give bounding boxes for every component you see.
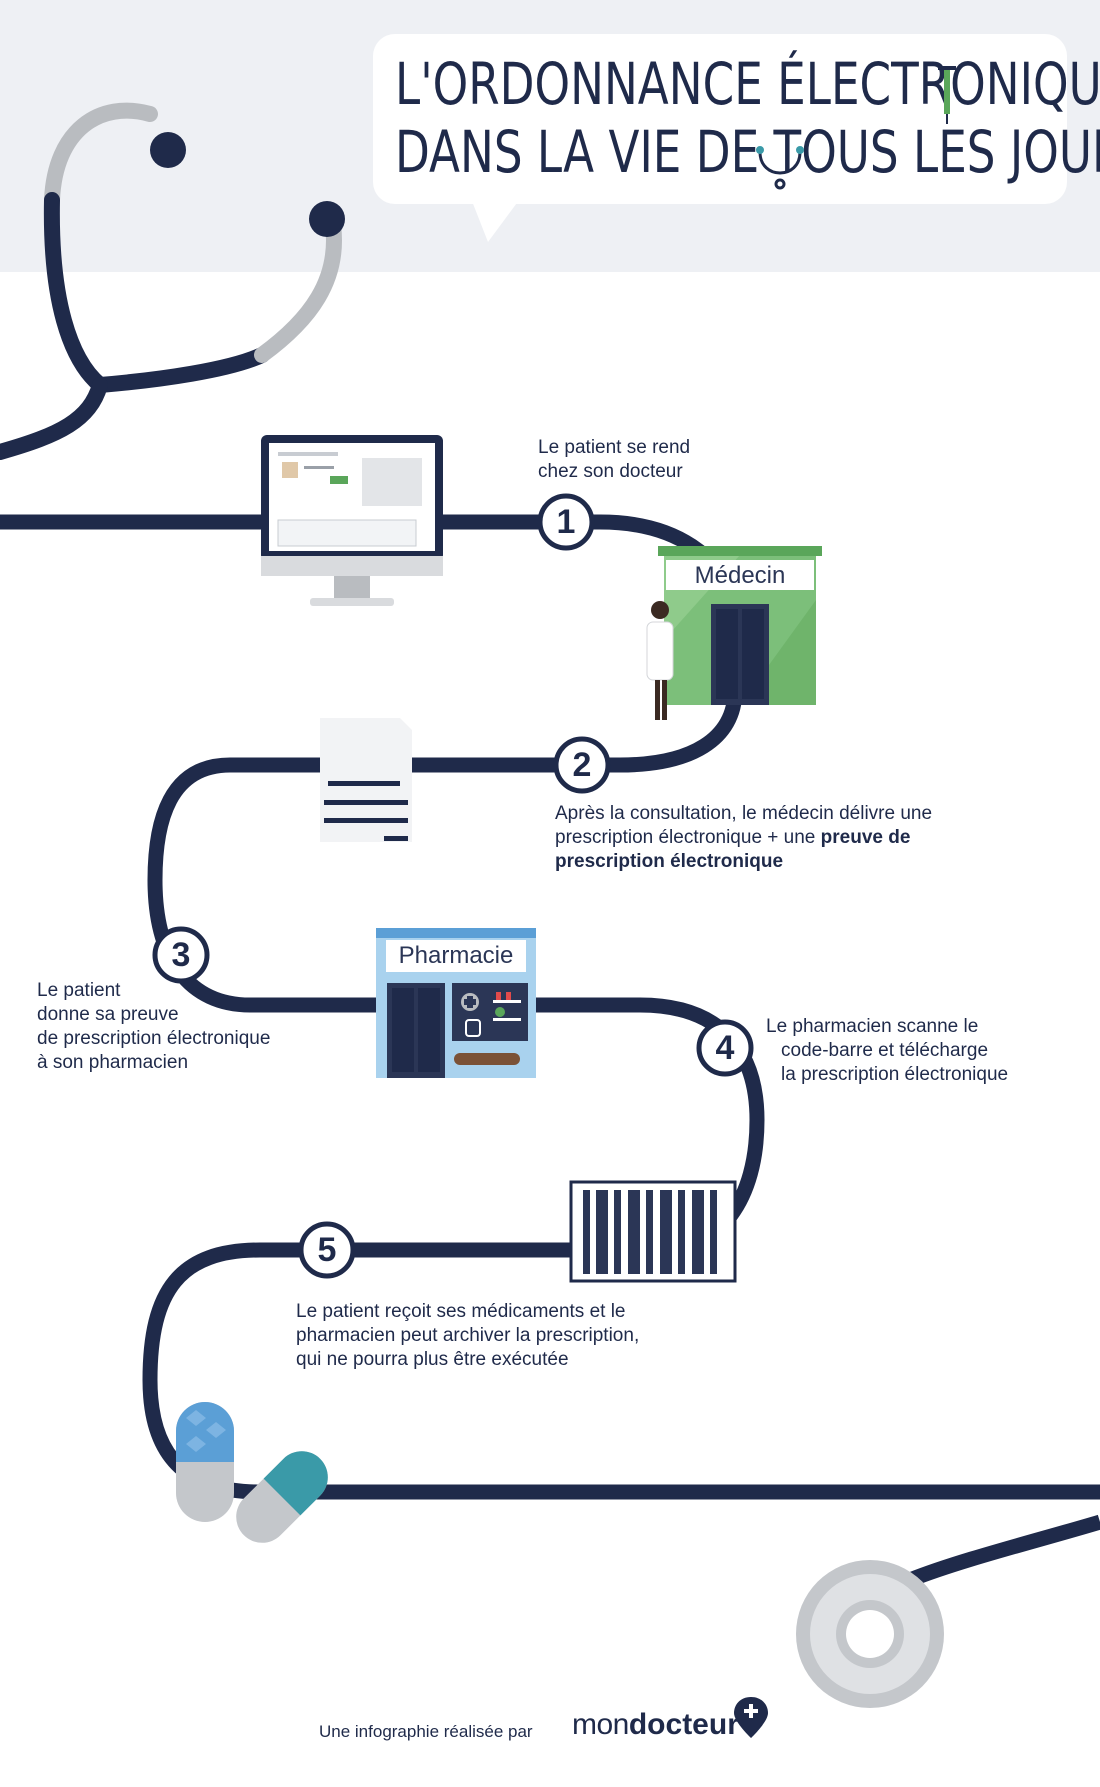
brand-bold: docteur [628,1708,739,1741]
step-4-text-line: la prescription électronique [781,1064,1009,1085]
title-speech-bubble [373,34,1067,204]
step-3-text-line: Le patient [37,980,121,1001]
step-5-text-line: pharmacien peut archiver la prescription… [296,1325,640,1346]
step-3-number: 3 [171,936,191,974]
step-2-text-line: prescription électronique + une preuve d… [555,826,932,850]
step-5-number: 5 [317,1231,337,1269]
step-4-text: Le pharmacien scanne le code-barre et té… [766,1015,1008,1087]
step-1-marker [537,493,595,551]
step-5-marker [298,1221,356,1279]
step-4-text-line: code-barre et télécharge [781,1040,989,1061]
step-3-text-line: de prescription électronique [37,1028,271,1049]
step-4-marker [696,1019,754,1077]
step-1-text-line: Le patient se rend [538,437,691,458]
stethoscope-earpiece-left [150,132,186,168]
medecin-building-icon [658,546,822,705]
step-5-text: Le patient reçoit ses médicaments et le … [296,1300,639,1372]
stethoscope-tube-bottom [907,1514,1100,1587]
doctor-figure-icon [646,601,674,720]
prescription-document-icon [320,718,412,842]
step-2-text-line: Après la consultation, le médecin délivr… [555,803,933,824]
stethoscope-accent-dot-right [796,146,804,154]
step-1-text-line: chez son docteur [538,461,683,482]
pharmacie-building-icon [376,928,536,1078]
step-2-number: 2 [572,746,592,784]
syringe-accent-icon [938,66,956,124]
stethoscope-accent-icon [758,151,802,190]
step-2-text-plain: prescription électronique + une [555,827,821,848]
mondocteur-logo: mondocteur [572,1708,739,1742]
brand-light: mon [572,1708,629,1741]
footer-credit: Une infographie réalisée par [319,1722,533,1741]
step-1-number: 1 [556,503,576,541]
step-4-text-line: Le pharmacien scanne le [766,1016,979,1037]
pharmacie-sign-label: Pharmacie [398,942,514,969]
stethoscope-earpiece-right [309,201,345,237]
step-2-marker [553,736,611,794]
stethoscope-chestpiece-icon [796,1560,944,1708]
step-2-text-bold: preuve de [820,827,911,848]
capsule-pill-small-icon [236,1451,328,1543]
step-2-text: Après la consultation, le médecin délivr… [555,802,932,874]
stethoscope-top-icon [0,102,342,460]
mondocteur-pin-icon [734,1697,768,1738]
step-5-text-line: qui ne pourra plus être exécutée [296,1349,569,1370]
step-5-text-line: Le patient reçoit ses médicaments et le [296,1301,626,1322]
step-2-text-bold: prescription électronique [555,851,784,872]
speech-bubble-tail [470,196,522,242]
step-3-text-line: donne sa preuve [37,1004,179,1025]
capsule-pill-icon [176,1402,234,1522]
journey-path [0,514,1100,1500]
computer-monitor-icon [261,435,443,606]
step-4-number: 4 [715,1029,735,1067]
step-3-marker [152,926,210,984]
step-3-text: Le patient donne sa preuve de prescripti… [37,979,270,1075]
stethoscope-accent-dot-left [756,146,764,154]
step-1-text: Le patient se rend chez son docteur [538,436,690,484]
medecin-sign-label: Médecin [694,562,786,589]
step-2-text-line: prescription électronique [555,850,932,874]
barcode-icon [569,1180,737,1283]
step-3-text-line: à son pharmacien [37,1052,189,1073]
